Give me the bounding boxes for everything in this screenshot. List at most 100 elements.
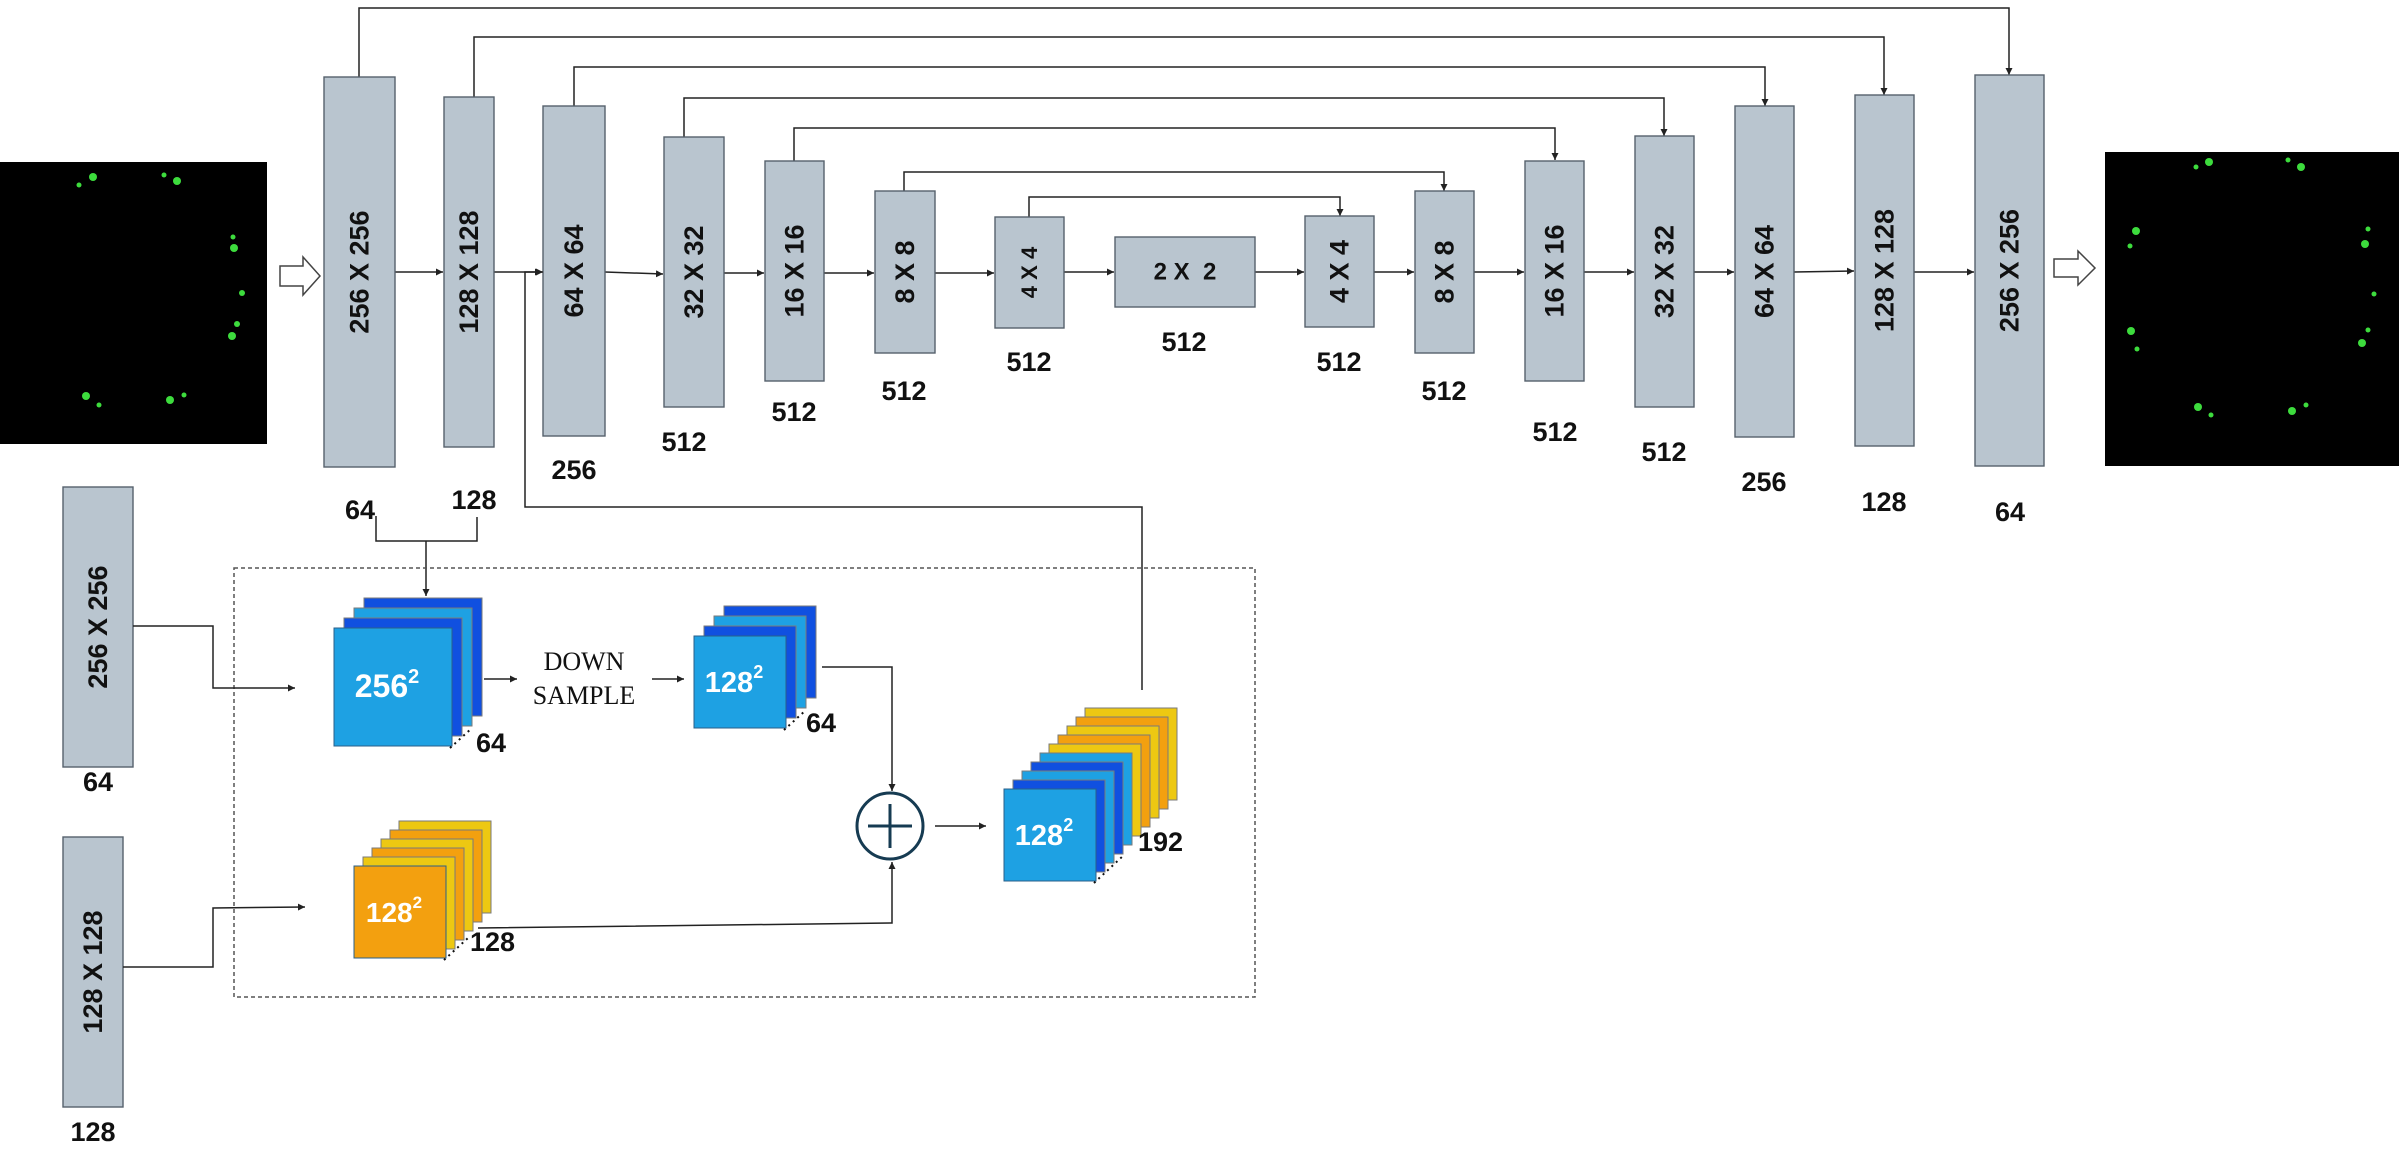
cell-spot — [2361, 240, 2369, 248]
encoder-dim-label: 32 X 32 — [679, 225, 709, 318]
encoder-channel-label: 64 — [345, 495, 375, 525]
decoder-dim-label: 64 X 64 — [1750, 225, 1780, 318]
cell-spot — [173, 177, 181, 185]
decoder-block-rect — [1304, 215, 1375, 328]
decoder-block-4: 32 X 32 512 — [1634, 135, 1695, 467]
side-arrow-1 — [133, 625, 295, 692]
input-spots — [76, 172, 245, 408]
cell-spot — [2358, 339, 2366, 347]
decoder-block-7: 256 X 256 64 — [1974, 74, 2045, 527]
cell-spot — [2127, 327, 2135, 335]
downsample-label-2: SAMPLE — [533, 681, 636, 710]
cell-spot — [2194, 403, 2202, 411]
cell-spot — [181, 392, 187, 398]
decoder-block-rect — [1974, 74, 2045, 467]
cube-front-face — [1003, 788, 1097, 882]
input-arrow-icon — [279, 255, 322, 297]
cube-size-label: 2562 — [355, 666, 420, 704]
decoder-dim-label: 8 X 8 — [1430, 240, 1460, 303]
cube-front-face — [333, 627, 453, 747]
cube-size-label: 1282 — [1015, 815, 1073, 852]
bottleneck-channel-label: 512 — [1161, 327, 1206, 357]
cell-spot — [161, 172, 167, 178]
cell-spot — [2127, 243, 2133, 249]
decoder-dim-label: 4 X 4 — [1325, 240, 1355, 303]
arrow-b-to-add — [822, 666, 896, 791]
output-arrow-icon — [2053, 249, 2097, 287]
decoder-channel-label: 512 — [1316, 347, 1361, 377]
bottleneck: 2 X 2 512 — [1114, 236, 1256, 357]
cube-depth-dots — [783, 709, 807, 731]
encoder-dim-label: 128 X 128 — [454, 210, 484, 333]
downsample-label-1: DOWN — [544, 647, 625, 676]
encoder-block-7: 4 X 4 512 — [994, 216, 1065, 377]
encoder-channel-label: 256 — [551, 455, 596, 485]
inset-box — [233, 567, 1256, 998]
encoder-block-rect — [542, 105, 606, 437]
encoder-dim-label: 8 X 8 — [890, 240, 920, 303]
side-block-rect — [62, 486, 134, 768]
output-spots — [2127, 157, 2377, 418]
encoder-dim-label: 16 X 16 — [780, 224, 810, 317]
cell-spot — [2297, 163, 2305, 171]
encoder-channel-label: 512 — [771, 397, 816, 427]
encoder-block-rect — [874, 190, 936, 354]
side-arrow-2 — [123, 903, 306, 968]
cell-spot — [228, 332, 236, 340]
cube-channel-label: 64 — [476, 728, 506, 758]
cell-spot — [2208, 412, 2214, 418]
fusion-return-line — [524, 268, 1143, 690]
cell-spot — [166, 396, 174, 404]
encoder-block-6: 8 X 8 512 — [874, 190, 936, 406]
cube-channel-label: 64 — [806, 708, 836, 738]
cell-spot — [2132, 227, 2140, 235]
encoder-channel-label: 512 — [881, 376, 926, 406]
decoder-dim-label: 256 X 256 — [1995, 209, 2025, 332]
encoder-block-4: 32 X 32 512 — [661, 136, 725, 457]
output-image — [2105, 152, 2399, 466]
decoder-block-1: 4 X 4 512 — [1304, 215, 1375, 377]
encoder-dim-label: 4 X 4 — [1017, 246, 1042, 298]
arrow-c-to-add — [477, 862, 896, 929]
cube-channel-label: 128 — [470, 927, 515, 957]
cell-spot — [230, 244, 238, 252]
cell-spot — [82, 392, 90, 400]
bottleneck-rect — [1114, 236, 1256, 308]
add-circle-icon — [855, 791, 925, 861]
decoder-channel-label: 64 — [1995, 497, 2025, 527]
encoder-block-rect — [443, 96, 495, 448]
decoder-block-rect — [1854, 94, 1915, 447]
decoder-channel-label: 128 — [1861, 487, 1906, 517]
cell-spot — [2134, 346, 2140, 352]
cell-spot — [76, 182, 82, 188]
encoder-channel-label: 512 — [1006, 347, 1051, 377]
inset-feed-bracket — [375, 516, 478, 596]
cell-spot — [2288, 407, 2296, 415]
encoder-channel-label: 512 — [661, 427, 706, 457]
encoder-block-rect — [994, 216, 1065, 329]
decoder-dim-label: 16 X 16 — [1540, 224, 1570, 317]
cell-spot — [89, 173, 97, 181]
decoder-channel-label: 512 — [1641, 437, 1686, 467]
bottleneck-dim-label: 2 X 2 — [1154, 259, 1217, 286]
encoder-block-rect — [323, 76, 396, 468]
decoder-block-rect — [1634, 135, 1695, 408]
decoder-dim-label: 32 X 32 — [1650, 225, 1680, 318]
cell-spot — [2365, 327, 2371, 333]
cell-spot — [2365, 226, 2371, 232]
decoder-block-rect — [1524, 160, 1585, 382]
cube-front-face — [353, 865, 447, 959]
encoder-dim-label: 64 X 64 — [559, 224, 589, 317]
cell-spot — [2303, 402, 2309, 408]
